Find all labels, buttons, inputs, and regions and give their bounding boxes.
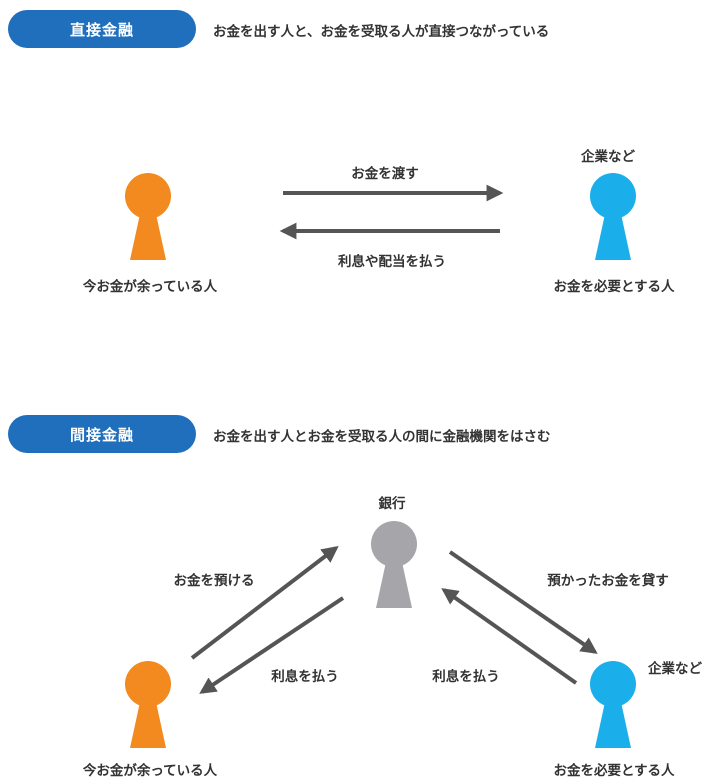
lend-arrow <box>448 550 598 654</box>
arrow-label-deposit-money: お金を預ける <box>173 573 255 589</box>
interest-to-lender-arrow <box>199 596 345 694</box>
indirect-borrower-label: お金を必要とする人 <box>553 763 675 779</box>
borrower-person-icon <box>590 173 636 260</box>
interest-to-bank-arrow <box>441 588 578 685</box>
indirect-lender-label: 今お金が余っている人 <box>82 763 218 779</box>
arrow-label-interest-to-lender: 利息を払う <box>271 669 339 685</box>
deposit-arrow <box>190 545 339 660</box>
indirect-finance-badge: 間接金融 <box>8 415 196 453</box>
direct-lender-label: 今お金が余っている人 <box>82 279 218 295</box>
arrow-label-lend-deposits: 預かったお金を貸す <box>547 573 669 589</box>
indirect-finance-description: お金を出す人とお金を受取る人の間に金融機関をはさむ <box>213 429 551 445</box>
direct-finance-badge: 直接金融 <box>8 10 196 48</box>
arrow-label-give-money: お金を渡す <box>351 166 419 182</box>
arrow-label-interest-to-bank: 利息を払う <box>432 669 500 685</box>
bank-person-icon <box>371 521 417 608</box>
direct-finance-description: お金を出す人と、お金を受取る人が直接つながっている <box>213 24 550 40</box>
direct-borrower-top-label: 企業など <box>581 149 635 165</box>
arrow-label-pay-interest-dividends: 利息や配当を払う <box>338 254 446 270</box>
direct-borrower-label: お金を必要とする人 <box>553 279 675 295</box>
indirect-lender-person-icon <box>125 661 171 748</box>
indirect-borrower-top-label: 企業など <box>648 661 702 677</box>
bank-label: 銀行 <box>378 496 406 512</box>
indirect-borrower-person-icon <box>590 661 636 748</box>
lender-person-icon <box>125 173 171 260</box>
